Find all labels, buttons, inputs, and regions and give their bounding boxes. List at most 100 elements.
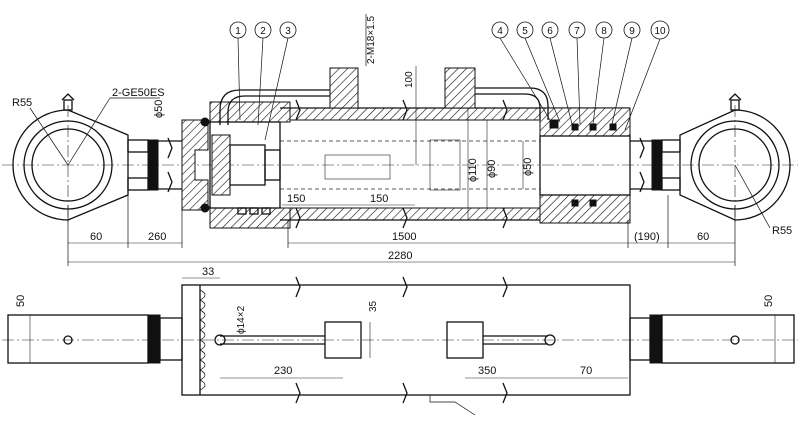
svg-text:3: 3 <box>285 26 291 37</box>
section-view: 1 2 3 4 5 <box>2 14 798 266</box>
seal-1 <box>237 207 247 215</box>
end-cap-top-wall <box>209 101 291 123</box>
hidden-rod-stop-left <box>324 154 391 180</box>
right-tang-pin <box>730 335 740 345</box>
balloon-2: 2 <box>254 21 272 126</box>
gland-seal-a <box>549 119 559 129</box>
left-break-marks <box>167 137 173 193</box>
label-width-50-left: 50 <box>15 295 27 307</box>
right-eye-neck-top <box>661 139 681 153</box>
right-break-marks <box>639 137 645 193</box>
label-width-50-right: 50 <box>763 295 775 307</box>
gland-seal-e <box>571 199 579 207</box>
left-rod-eye <box>12 93 159 225</box>
left-rod-seal-block <box>147 139 159 191</box>
right-rod-eye <box>630 93 791 225</box>
rod-gland-left <box>181 119 209 211</box>
label-70: 70 <box>580 365 592 377</box>
o-ring-top <box>200 117 210 127</box>
barrel-break-mid <box>402 99 408 229</box>
svg-text:8: 8 <box>601 26 607 37</box>
grease-nipple-left-cap <box>61 93 75 101</box>
label-230: 230 <box>274 365 292 377</box>
svg-text:5: 5 <box>522 26 528 37</box>
length-dimensions: 60 260 1500 (190) 60 2280 <box>67 195 736 266</box>
plan-view: 50 50 33 ϕ14×2 35 230 350 70 <box>2 266 798 416</box>
balloon-1: 1 <box>229 21 247 121</box>
label-port-thread: 2-M18×1.5 <box>366 15 377 64</box>
label-60-right: 60 <box>697 231 709 243</box>
barrel-break-left <box>295 99 301 229</box>
port-block-plan-right <box>446 321 484 359</box>
label-block-35: 35 <box>368 300 379 312</box>
gland-bore <box>539 135 631 196</box>
label-rod-dia-left: ϕ50 <box>153 100 165 118</box>
label-2280: 2280 <box>388 250 412 262</box>
weld-bead <box>199 289 206 391</box>
label-tube-od: ϕ110 <box>467 158 479 182</box>
svg-text:4: 4 <box>497 26 503 37</box>
balloon-10: 10 <box>624 20 670 131</box>
right-collar <box>629 317 651 361</box>
port-block-plan-left <box>324 321 362 359</box>
pipe-right-outer <box>475 87 549 120</box>
label-r55-left: R55 <box>12 97 32 109</box>
label-1500: 1500 <box>392 231 416 243</box>
gland-seal-f <box>589 199 597 207</box>
plan-break-left <box>295 276 301 404</box>
label-rod-dia-mid: ϕ50 <box>522 158 534 176</box>
left-eye-neck-bottom <box>127 177 149 191</box>
left-eye-neck-top <box>127 139 149 153</box>
left-eye-outline <box>12 109 129 221</box>
label-150b: 150 <box>370 193 388 205</box>
label-190: (190) <box>634 231 660 243</box>
balloon-9: 9 <box>611 21 641 125</box>
svg-text:2: 2 <box>260 26 266 37</box>
right-eye-outline <box>679 109 791 221</box>
seal-3 <box>261 207 271 215</box>
label-60-left: 60 <box>90 231 102 243</box>
pipe-left-outer <box>219 89 330 125</box>
o-ring-bottom <box>200 203 210 213</box>
label-pipe-dia: ϕ14×2 <box>236 305 247 334</box>
port-block-right <box>444 67 476 109</box>
section-view-labels: R55 2-GE50ES ϕ50 2-M18×1.5 100 ϕ110 ϕ90 … <box>12 14 792 237</box>
label-tube-id: ϕ90 <box>486 160 498 178</box>
svg-text:6: 6 <box>547 26 553 37</box>
section-leader <box>429 395 476 416</box>
grease-nipple-left <box>63 99 73 111</box>
gland-bottom <box>539 194 631 224</box>
left-end-cap <box>181 101 291 229</box>
plan-break-right <box>502 276 508 404</box>
svg-text:10: 10 <box>654 26 666 37</box>
balloon-8: 8 <box>592 21 613 125</box>
label-bearing: 2-GE50ES <box>112 87 165 99</box>
hidden-rod-stop-right <box>429 139 461 191</box>
svg-text:9: 9 <box>629 26 635 37</box>
left-collar <box>159 317 183 361</box>
right-tang <box>661 314 795 364</box>
balloon-5: 5 <box>516 21 561 123</box>
right-eye-neck-bottom <box>661 177 681 191</box>
balloon-3: 3 <box>264 21 297 141</box>
label-260: 260 <box>148 231 166 243</box>
grease-nipple-right-cap <box>728 93 742 101</box>
left-tang-pin <box>63 335 73 345</box>
oil-pipes <box>219 67 549 125</box>
label-150a: 150 <box>287 193 305 205</box>
label-port-height: 100 <box>404 71 415 88</box>
gland-seal-d <box>609 123 617 131</box>
piston-nut-cap <box>264 149 281 181</box>
left-tang-seal <box>147 314 161 364</box>
svg-text:1: 1 <box>235 26 241 37</box>
label-350: 350 <box>478 365 496 377</box>
port-block-left <box>329 67 359 109</box>
plan-break-mid <box>402 276 408 404</box>
left-tang <box>7 314 149 364</box>
label-33: 33 <box>202 266 214 278</box>
right-tang-seal <box>649 314 663 364</box>
label-r55-right: R55 <box>772 225 792 237</box>
right-head <box>539 107 631 224</box>
grease-nipple-right <box>730 99 740 111</box>
